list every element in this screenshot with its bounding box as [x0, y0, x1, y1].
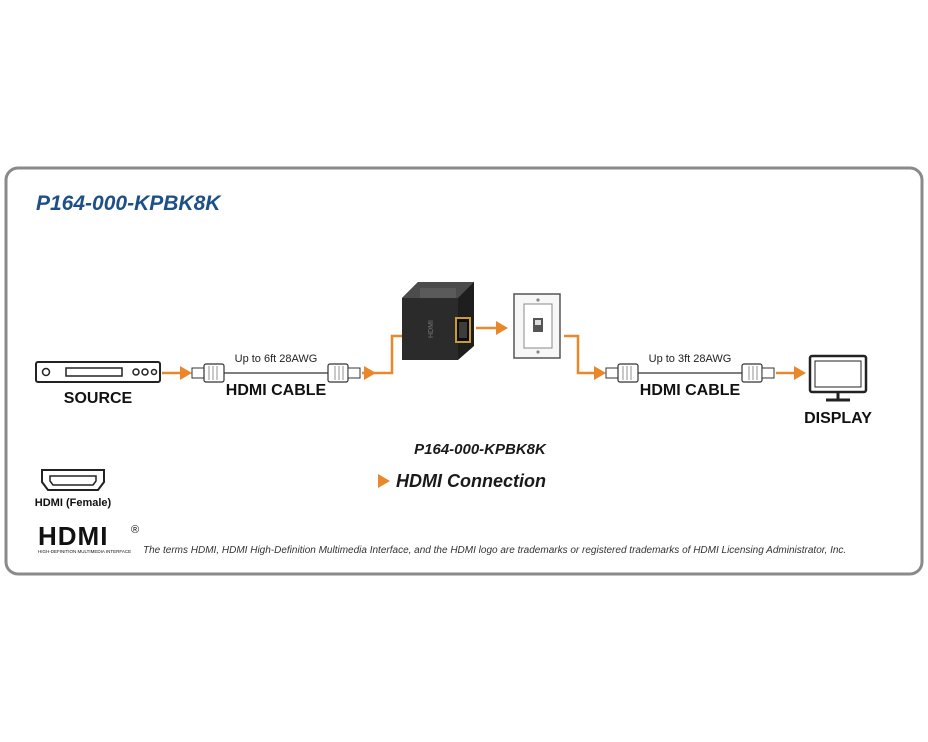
connection-arrow-icon: [162, 366, 192, 380]
connection-arrow-icon: [362, 334, 402, 380]
display-monitor-icon: [808, 354, 868, 402]
display-label: DISPLAY: [804, 410, 872, 427]
connection-arrow-icon: [564, 334, 606, 380]
hdmi-logo: HDMI ® HIGH-DEFINITION MULTIMEDIA INTERF…: [38, 521, 139, 554]
keystone-coupler-icon: HDMI: [402, 282, 474, 360]
legend-port-label: HDMI (Female): [35, 497, 112, 509]
connection-arrow-icon: [476, 321, 508, 335]
diagram-frame: [4, 166, 924, 576]
coupler-part-number: P164-000-KPBK8K: [414, 441, 547, 458]
cable-spec-1: Up to 6ft 28AWG: [235, 353, 318, 365]
svg-text:®: ®: [131, 524, 139, 536]
wall-plate-icon: [513, 293, 561, 359]
source-label: SOURCE: [64, 390, 133, 407]
diagram-title: P164-000-KPBK8K: [36, 192, 222, 215]
connection-arrow-icon: [776, 366, 806, 380]
cable-label-1: HDMI CABLE: [226, 382, 327, 399]
hdmi-cable-icon: [191, 363, 361, 383]
coupler-print: HDMI: [428, 320, 435, 338]
trademark-notice: The terms HDMI, HDMI High-Definition Mul…: [143, 545, 846, 556]
hdmi-cable-icon: [605, 363, 775, 383]
svg-text:HDMI: HDMI: [38, 521, 108, 551]
source-device-icon: [35, 361, 161, 383]
svg-text:HIGH-DEFINITION MULTIMEDIA INT: HIGH-DEFINITION MULTIMEDIA INTERFACE: [38, 549, 131, 554]
cable-label-2: HDMI CABLE: [640, 382, 741, 399]
cable-spec-2: Up to 3ft 28AWG: [649, 353, 732, 365]
hdmi-female-port-icon: [41, 469, 105, 491]
legend-arrow-icon: [378, 474, 390, 488]
legend-connection-label: HDMI Connection: [396, 471, 546, 491]
